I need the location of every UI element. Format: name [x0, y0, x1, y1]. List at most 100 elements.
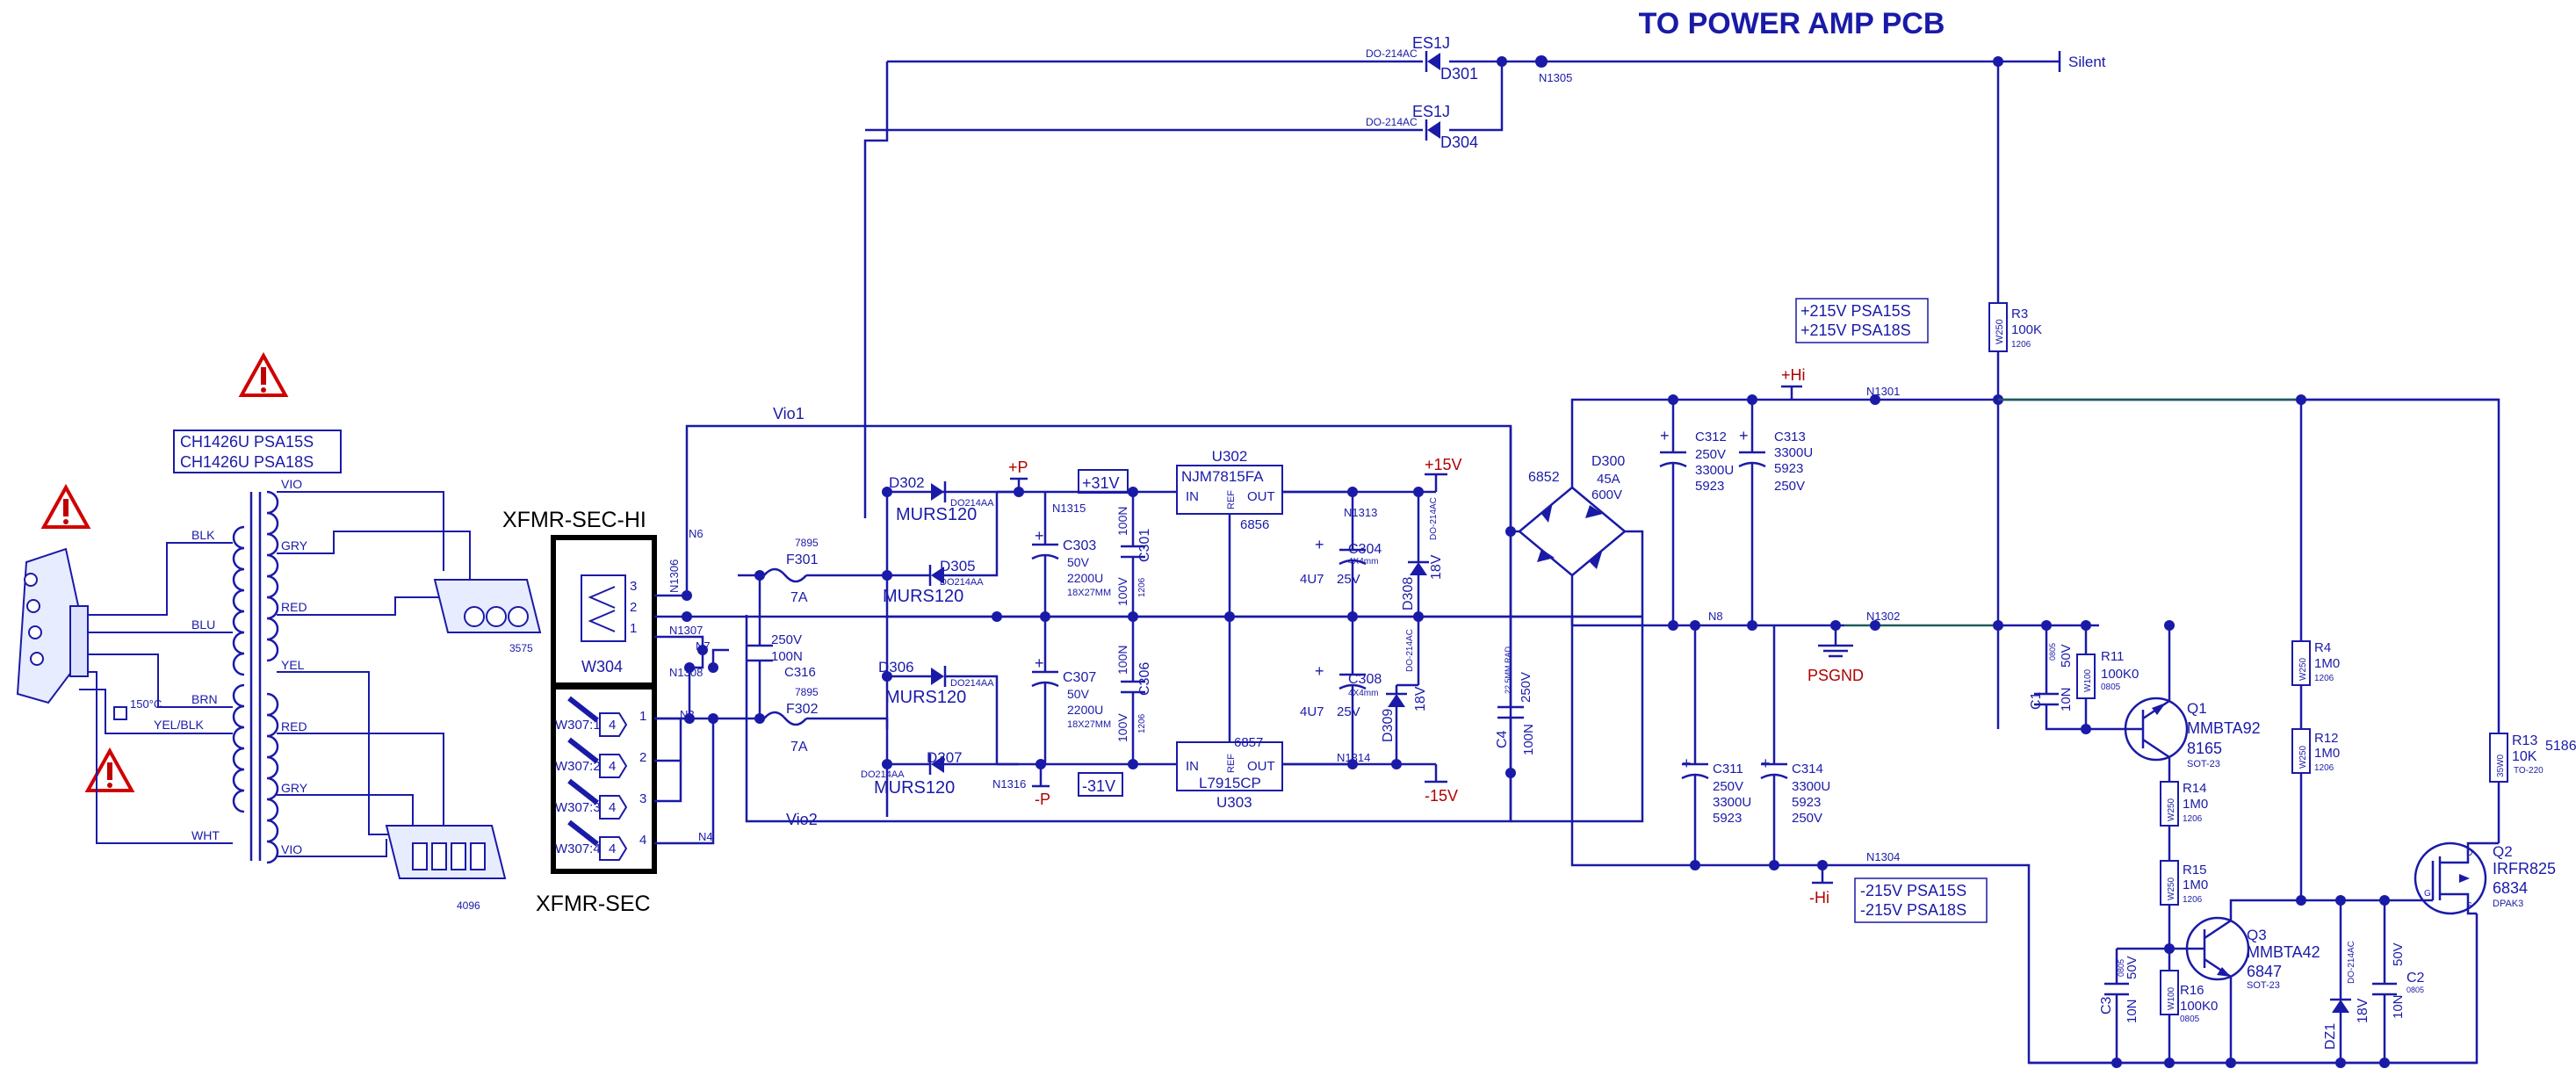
svg-text:CH1426U PSA18S: CH1426U PSA18S — [180, 453, 314, 471]
svg-text:50V: 50V — [2391, 942, 2406, 966]
svg-text:3300U: 3300U — [1774, 445, 1813, 460]
svg-text:4U7: 4U7 — [1300, 704, 1324, 719]
warning-icon — [40, 483, 91, 529]
svg-text:Q3: Q3 — [2247, 927, 2267, 943]
svg-text:DO-214AC: DO-214AC — [1405, 629, 1415, 672]
svg-text:+: + — [1761, 755, 1771, 772]
secondary-connector-4096: 4096 — [385, 825, 507, 912]
regulator-u303: 6857 IN OUT REF L7915CP U303 — [1176, 617, 1353, 811]
svg-text:WHT: WHT — [191, 828, 220, 842]
diagram-title: TO POWER AMP PCB — [1639, 7, 1945, 40]
svg-text:45A: 45A — [1597, 472, 1620, 487]
w307-pin-4: 4 W307:4 4 — [555, 820, 646, 861]
svg-text:D305: D305 — [940, 558, 976, 574]
svg-text:D304: D304 — [1440, 134, 1478, 151]
svg-text:OUT: OUT — [1247, 759, 1275, 774]
svg-text:4U7: 4U7 — [1300, 572, 1324, 587]
regulator-u302: U302 NJM7815FA IN OUT REF 6856 — [1176, 448, 1353, 622]
svg-text:DPAK3: DPAK3 — [2493, 899, 2523, 909]
svg-text:W250: W250 — [2167, 877, 2176, 900]
svg-text:GRY: GRY — [281, 781, 308, 795]
svg-text:+15V: +15V — [1425, 456, 1462, 473]
svg-text:N4: N4 — [698, 830, 713, 843]
svg-text:3: 3 — [630, 579, 637, 594]
svg-text:U303: U303 — [1216, 794, 1252, 811]
svg-text:C303: C303 — [1063, 538, 1096, 553]
svg-text:DO-214AC: DO-214AC — [1366, 116, 1418, 128]
svg-text:1206: 1206 — [2314, 763, 2334, 773]
svg-text:W307:2: W307:2 — [555, 759, 601, 774]
svg-text:250V: 250V — [771, 632, 802, 647]
svg-text:100N: 100N — [771, 649, 803, 664]
svg-text:C306: C306 — [1137, 662, 1152, 696]
svg-text:R13: R13 — [2512, 733, 2537, 748]
svg-text:3: 3 — [639, 791, 646, 806]
svg-text:18V: 18V — [1413, 686, 1428, 711]
svg-text:7A: 7A — [790, 740, 808, 755]
rectifier-diodes: D302 DO214AA MURS120 D305 DO214AA MURS12… — [861, 474, 1019, 817]
svg-text:600V: 600V — [1591, 487, 1622, 502]
svg-text:N1307: N1307 — [669, 624, 703, 637]
diode-d301: ES1J DO-214AC D301 — [1366, 34, 1478, 83]
svg-text:8165: 8165 — [2187, 740, 2222, 757]
svg-text:DO-214AC: DO-214AC — [1429, 497, 1439, 540]
svg-text:DZ1: DZ1 — [2323, 1023, 2338, 1050]
svg-text:+: + — [1739, 427, 1749, 444]
svg-text:4: 4 — [609, 841, 616, 856]
svg-text:7895: 7895 — [795, 686, 819, 698]
svg-text:1M0: 1M0 — [2314, 746, 2340, 761]
svg-text:DO-214AC: DO-214AC — [1366, 47, 1418, 60]
net-plus-p: +P — [1008, 459, 1028, 476]
w307-pin-3: 4 W307:3 3 — [555, 778, 646, 820]
svg-text:MURS120: MURS120 — [874, 778, 955, 798]
svg-text:R16: R16 — [2180, 983, 2204, 998]
svg-text:250V: 250V — [1519, 672, 1533, 703]
label-minus31v: -31V — [1078, 772, 1123, 797]
svg-text:C316: C316 — [784, 665, 816, 680]
svg-text:NJM7815FA: NJM7815FA — [1181, 468, 1264, 485]
svg-text:D: D — [2466, 849, 2472, 858]
svg-text:10N: 10N — [2125, 999, 2139, 1023]
svg-text:+215V PSA15S: +215V PSA15S — [1800, 302, 1911, 320]
svg-text:3300U: 3300U — [1792, 779, 1830, 794]
svg-text:W307:1: W307:1 — [555, 718, 601, 733]
svg-text:D302: D302 — [889, 474, 925, 491]
svg-text:+: + — [1315, 536, 1324, 553]
svg-text:S: S — [2466, 901, 2472, 911]
svg-text:F302: F302 — [786, 702, 819, 717]
svg-text:D308: D308 — [1401, 577, 1416, 610]
svg-text:IRFR825: IRFR825 — [2493, 860, 2556, 877]
svg-text:YEL: YEL — [281, 658, 305, 672]
svg-text:+Hi: +Hi — [1781, 366, 1806, 384]
svg-text:100K0: 100K0 — [2180, 999, 2218, 1014]
svg-text:-215V PSA18S: -215V PSA18S — [1860, 901, 1966, 919]
svg-text:1M0: 1M0 — [2183, 797, 2208, 812]
svg-text:VIO: VIO — [281, 842, 302, 856]
svg-text:C314: C314 — [1792, 762, 1823, 776]
svg-text:6856: 6856 — [1240, 517, 1269, 532]
svg-text:C2: C2 — [2406, 971, 2425, 986]
svg-text:250V: 250V — [1713, 779, 1743, 794]
svg-text:RED: RED — [281, 600, 307, 614]
svg-text:W304: W304 — [581, 658, 623, 675]
svg-text:100K0: 100K0 — [2101, 667, 2139, 682]
svg-text:N1315: N1315 — [1052, 502, 1086, 515]
svg-text:-31V: -31V — [1082, 777, 1115, 795]
svg-text:W100: W100 — [2083, 668, 2093, 692]
svg-text:0805: 0805 — [2117, 959, 2125, 977]
svg-text:6847: 6847 — [2247, 963, 2282, 980]
svg-text:C1: C1 — [2029, 691, 2044, 710]
svg-text:+: + — [1035, 654, 1044, 672]
svg-text:N6: N6 — [689, 527, 704, 540]
svg-text:0805: 0805 — [2406, 986, 2424, 994]
xfmr-sec-connector: XFMR-SEC 4 W307:1 1 4 W307:2 2 4 W307:3 … — [536, 684, 657, 916]
svg-text:1: 1 — [630, 621, 637, 636]
svg-text:4: 4 — [609, 800, 616, 815]
net-minus-p: -P — [1035, 791, 1050, 808]
svg-text:0805: 0805 — [2101, 682, 2121, 692]
svg-text:250V: 250V — [1774, 479, 1805, 494]
svg-text:6834: 6834 — [2493, 879, 2528, 897]
svg-text:BLU: BLU — [191, 617, 215, 632]
svg-text:C304: C304 — [1348, 542, 1382, 557]
